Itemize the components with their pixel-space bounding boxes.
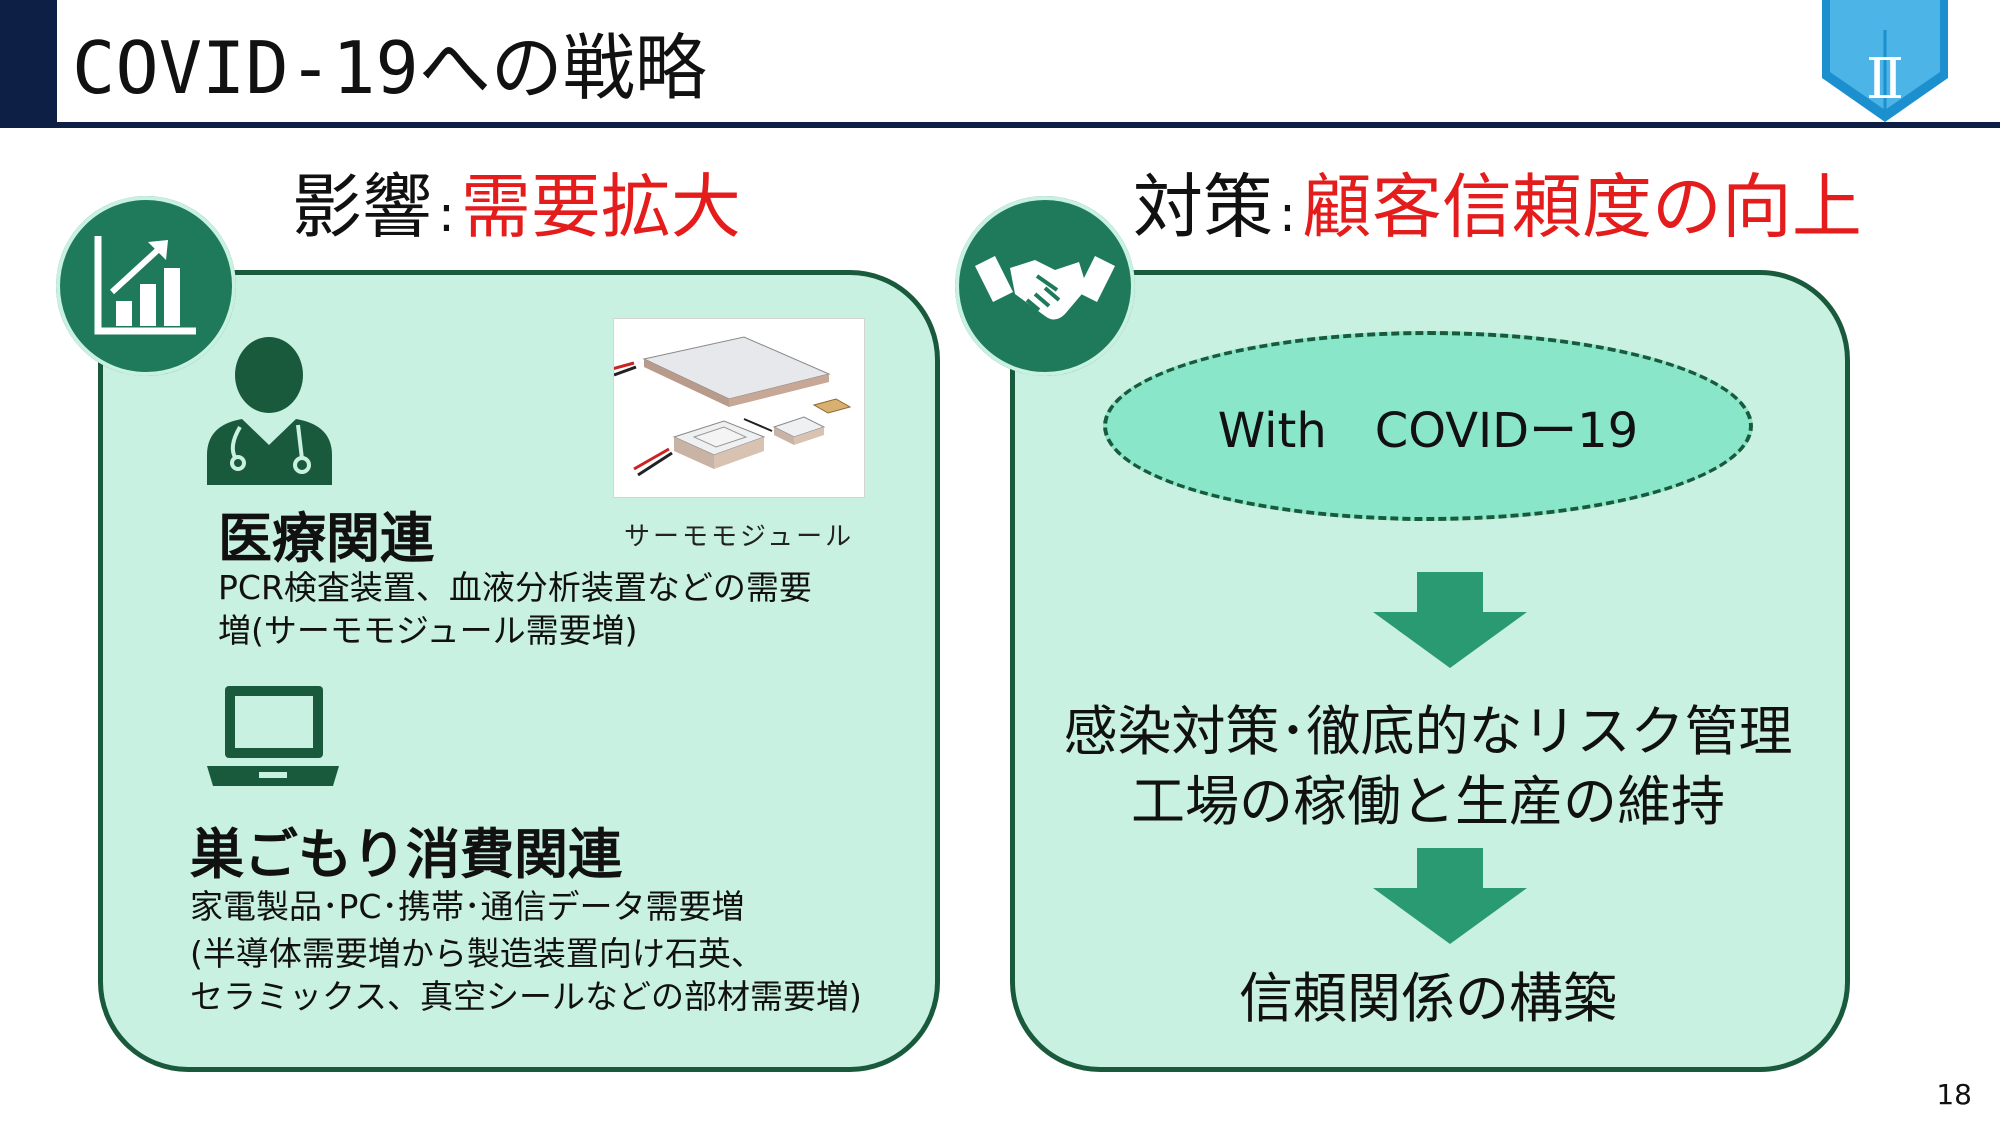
with-covid-text: With COVIDー19 [1217,403,1639,459]
down-arrow-icon [1373,572,1527,668]
factory-operation-line: 工場の稼働と生産の維持 [1131,770,1725,833]
measures-heading: 対策:顧客信頼度の向上 [1133,166,1862,248]
page-number: 18 [1936,1078,1972,1111]
title-accent-bar [0,0,57,128]
with-covid-bubble [1103,331,1753,521]
consumer-title: 巣ごもり消費関連 [190,823,622,886]
consumer-line-1: 家電製品･PC･携帯･通信データ需要増 [190,887,745,926]
growth-chart-icon [56,196,236,376]
down-arrow-icon [1373,848,1527,944]
trust-building-line: 信頼関係の構築 [1239,967,1617,1030]
consumer-line-3: セラミックス、真空シールなどの部材需要増) [190,977,862,1016]
laptop-icon [203,682,343,792]
chapter-number: Ⅱ [1866,47,1904,112]
consumer-line-2: (半導体需要増から製造装置向け石英、 [190,934,764,973]
book-icon: Ⅱ [1820,0,1950,128]
handshake-icon [955,196,1135,376]
photo-caption: サーモモジュール [624,522,855,552]
risk-management-line: 感染対策･徹底的なリスク管理 [1063,700,1793,763]
medical-line-1: PCR検査装置、血液分析装置などの需要 [218,568,812,607]
title-underline [57,122,2000,128]
impact-heading: 影響:需要拡大 [292,166,741,248]
medical-line-2: 増(サーモモジュール需要増) [218,611,638,650]
doctor-icon [202,337,337,485]
medical-title: 医療関連 [218,507,434,570]
thermo-module-photo [613,318,865,498]
page-title: COVID-19への戦略 [72,26,707,110]
